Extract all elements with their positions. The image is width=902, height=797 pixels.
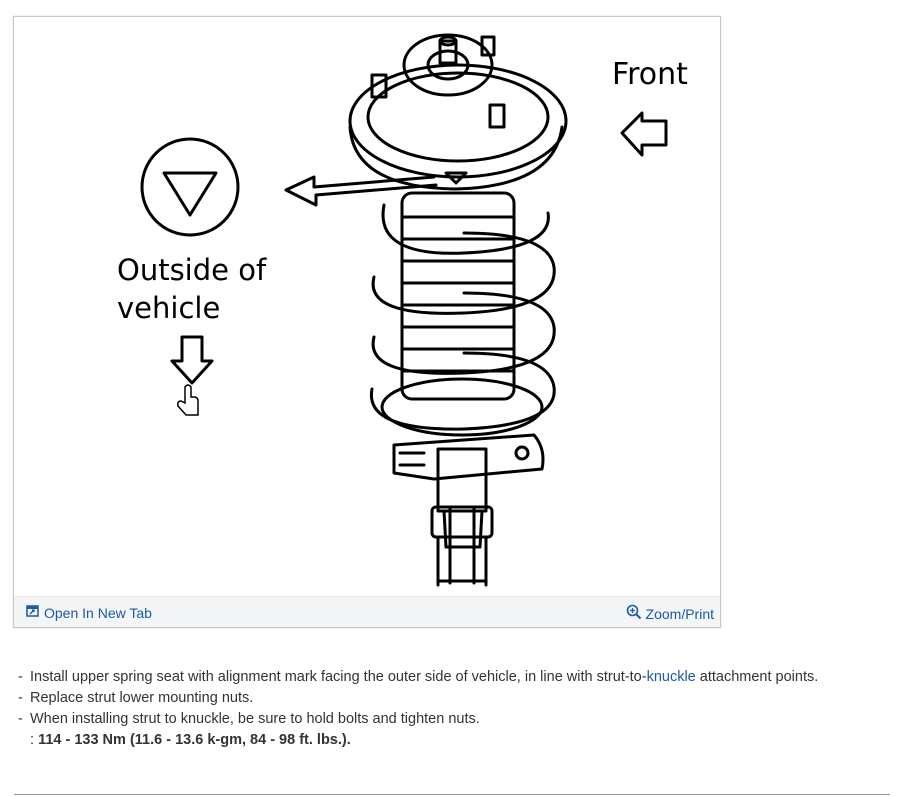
torque-value: 114 - 133 Nm (11.6 - 13.6 k-gm, 84 - 98 … xyxy=(38,732,351,748)
note-item: -Install upper spring seat with alignmen… xyxy=(18,669,819,685)
instruction-notes: -Install upper spring seat with alignmen… xyxy=(18,667,898,751)
front-arrow xyxy=(620,111,668,157)
torque-spec: : 114 - 133 Nm (11.6 - 13.6 k-gm, 84 - 9… xyxy=(30,732,351,748)
strut-illustration[interactable]: Front Outside of vehicle xyxy=(14,17,720,597)
zoom-print-link[interactable]: Zoom/Print xyxy=(626,604,714,623)
open-new-tab-link[interactable]: Open In New Tab xyxy=(26,604,152,621)
alignment-mark-triangle xyxy=(162,171,218,217)
outside-label-line2: vehicle xyxy=(117,291,220,325)
divider xyxy=(14,794,890,795)
note-item: -Replace strut lower mounting nuts. xyxy=(18,690,254,706)
zoom-print-label: Zoom/Print xyxy=(645,605,714,622)
hand-cursor-icon xyxy=(177,384,199,416)
note-item: -When installing strut to knuckle, be su… xyxy=(18,711,480,727)
outside-label-line1: Outside of xyxy=(117,253,267,287)
open-new-tab-label: Open In New Tab xyxy=(44,604,152,621)
outside-arrow xyxy=(170,335,214,385)
zoom-icon xyxy=(626,604,642,623)
external-tab-icon xyxy=(26,604,40,621)
alignment-mark-circle xyxy=(140,137,240,237)
illustration-panel: Front Outside of vehicle Open In New Tab xyxy=(13,16,721,628)
pointer-arrow xyxy=(284,175,438,207)
figure-toolbar: Open In New Tab Zoom/Print xyxy=(14,596,720,627)
knuckle-link[interactable]: knuckle xyxy=(646,669,696,685)
front-label: Front xyxy=(612,57,688,92)
